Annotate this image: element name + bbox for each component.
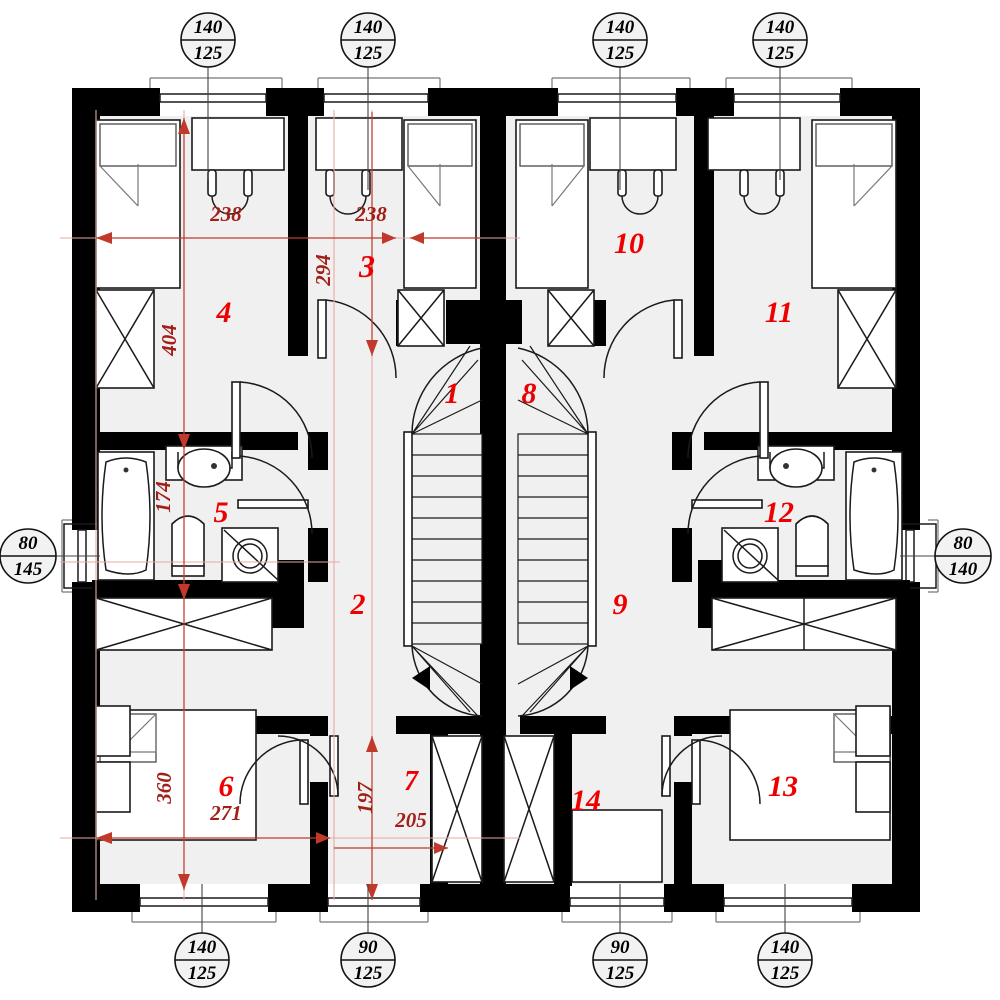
opening-height: 125 — [771, 963, 800, 984]
dimension-lines — [46, 110, 946, 900]
opening-width: 140 — [354, 17, 383, 38]
furniture-room-3 — [315, 117, 477, 347]
room-label-4: 4 — [216, 296, 232, 329]
furniture-room-11 — [707, 117, 897, 389]
room-label-7: 7 — [404, 766, 419, 797]
opening-height: 125 — [354, 963, 383, 984]
room-label-12: 12 — [764, 496, 794, 529]
furniture-room-13 — [729, 705, 891, 841]
room-label-10: 10 — [614, 227, 644, 260]
opening-width: 140 — [771, 937, 800, 958]
staircase-right — [517, 345, 597, 717]
room-label-14: 14 — [571, 784, 601, 817]
room-label-13: 13 — [768, 770, 798, 803]
opening-markers: 140 125 140 125 140 125 140 125 80 — [0, 12, 992, 988]
opening-marker-w-bottom-4[interactable]: 140 125 — [757, 932, 813, 988]
opening-width: 140 — [606, 17, 635, 38]
opening-width: 90 — [359, 937, 379, 958]
opening-width: 140 — [194, 17, 223, 38]
opening-height: 125 — [766, 43, 795, 64]
staircase-left — [403, 345, 483, 717]
furniture-bathroom-12 — [721, 445, 903, 583]
opening-height: 125 — [606, 43, 635, 64]
opening-leaders — [52, 64, 948, 936]
opening-marker-w-top-4[interactable]: 140 125 — [752, 12, 808, 68]
room-label-2: 2 — [350, 588, 366, 621]
room-labels: 1 2 3 4 5 6 7 8 9 10 11 12 13 14 — [214, 227, 799, 817]
opening-marker-w-right-1[interactable]: 80 140 — [934, 528, 992, 584]
opening-width: 140 — [188, 937, 217, 958]
dimension-271: 271 — [209, 801, 242, 825]
dimension-197: 197 — [353, 781, 377, 814]
room-label-5: 5 — [214, 496, 229, 529]
room-label-6: 6 — [219, 770, 234, 803]
furniture-bathroom-5 — [97, 445, 279, 583]
room-label-11: 11 — [765, 296, 793, 329]
room-label-8: 8 — [522, 377, 537, 410]
opening-height: 145 — [14, 559, 43, 580]
opening-height: 125 — [606, 963, 635, 984]
opening-height: 140 — [949, 559, 978, 580]
furniture-room-7 — [431, 735, 483, 883]
dimension-360: 360 — [152, 772, 176, 805]
furniture-room-10 — [515, 117, 677, 347]
furniture-room-14 — [503, 735, 663, 883]
opening-width: 140 — [766, 17, 795, 38]
opening-width: 80 — [19, 533, 39, 554]
dimension-174: 174 — [151, 481, 175, 513]
dimension-labels: 238 238 294 404 174 360 271 197 205 — [151, 202, 427, 832]
furniture-room-4 — [95, 117, 285, 389]
opening-height: 125 — [194, 43, 223, 64]
room-label-9: 9 — [613, 588, 628, 621]
furniture-room-6 — [95, 705, 257, 841]
opening-height: 125 — [188, 963, 217, 984]
dimension-205: 205 — [394, 808, 427, 832]
opening-height: 125 — [354, 43, 383, 64]
opening-marker-w-top-3[interactable]: 140 125 — [592, 12, 648, 68]
door-openings — [308, 470, 692, 782]
opening-marker-w-top-2[interactable]: 140 125 — [340, 12, 396, 68]
opening-marker-w-top-1[interactable]: 140 125 — [180, 12, 236, 68]
opening-width: 90 — [611, 937, 631, 958]
opening-marker-w-bottom-1[interactable]: 140 125 — [174, 932, 230, 988]
dimension-238-a: 238 — [209, 202, 242, 226]
opening-width: 80 — [954, 533, 974, 554]
opening-marker-w-bottom-2[interactable]: 90 125 — [340, 932, 396, 988]
dimension-404: 404 — [157, 324, 181, 357]
room-label-3: 3 — [358, 248, 375, 284]
dimension-294: 294 — [311, 254, 335, 287]
furniture-hall-9-storage — [711, 597, 897, 651]
dimension-238-b: 238 — [354, 202, 387, 226]
room-label-1: 1 — [445, 377, 460, 410]
opening-marker-w-left-1[interactable]: 80 145 — [0, 528, 57, 584]
opening-marker-w-bottom-3[interactable]: 90 125 — [592, 932, 648, 988]
